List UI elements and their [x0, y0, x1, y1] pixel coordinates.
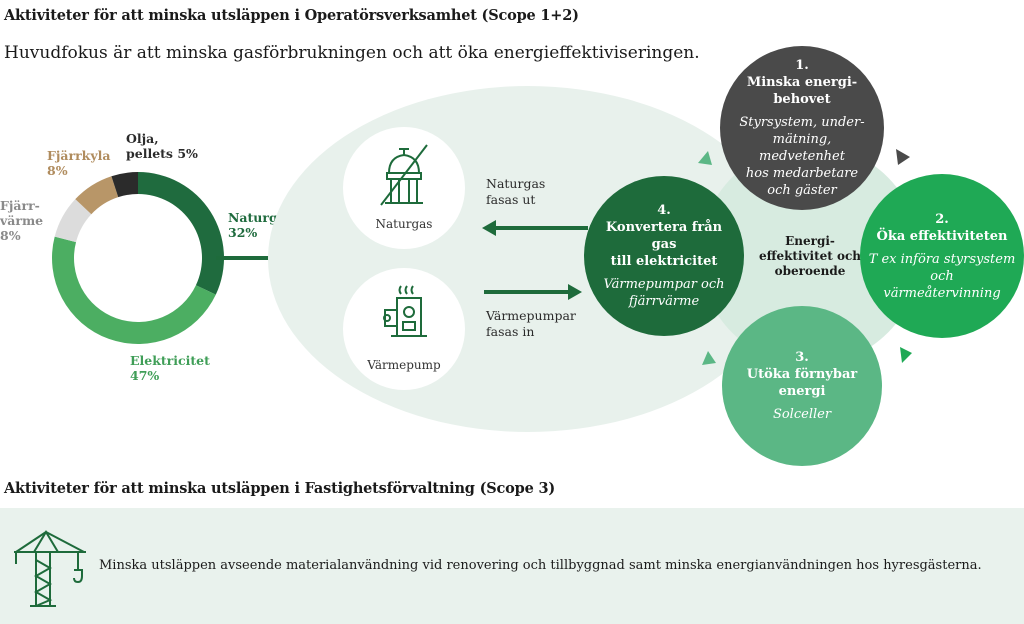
label-olja-pellets: Olja,pellets 5% — [126, 131, 198, 161]
cycle-step-4-convert: 4. Konvertera från gas till elektricitet… — [584, 176, 744, 336]
cycle-ring — [698, 145, 920, 365]
scope3-band: Minska utsläppen avseende materialanvänd… — [0, 508, 1024, 624]
donut-slice-olja-pellets — [111, 172, 138, 198]
donut-slice-fjärrkyla — [75, 176, 119, 215]
section-title-scope12: Aktiviteter för att minska utsläppen i O… — [4, 7, 579, 24]
heat-pump-icon — [383, 285, 427, 337]
lead-text: Huvudfokus är att minska gasförbrukninge… — [4, 43, 700, 63]
varmepump-label: Värmepump — [367, 358, 441, 372]
donut-slice-elektricitet — [51, 236, 216, 345]
crane-icon — [14, 530, 86, 607]
scope3-text: Minska utsläppen avseende materialanvänd… — [99, 558, 982, 573]
energy-donut-chart — [51, 172, 224, 345]
arrow-right-icon — [484, 284, 582, 300]
cycle-step-3-renewable: 3. Utöka förnybar energi Solceller — [722, 306, 882, 466]
cycle-step-1-reduce-demand: 1. Minska energi- behovet Styrsystem, un… — [720, 46, 884, 210]
naturgas-card: Naturgas — [343, 127, 465, 249]
varmepump-card: Värmepump — [343, 268, 465, 390]
naturgas-label: Naturgas — [375, 217, 433, 231]
section-title-scope3: Aktiviteter för att minska utsläppen i F… — [4, 480, 555, 497]
gas-tank-crossed-icon — [380, 144, 428, 206]
cycle-step-2-efficiency: 2. Öka effektiviteten T ex införa styrsy… — [860, 174, 1024, 338]
donut-slice-fjärrvärme — [54, 199, 92, 243]
donut-slice-naturgas — [138, 172, 224, 295]
arrow-left-icon — [482, 220, 588, 236]
